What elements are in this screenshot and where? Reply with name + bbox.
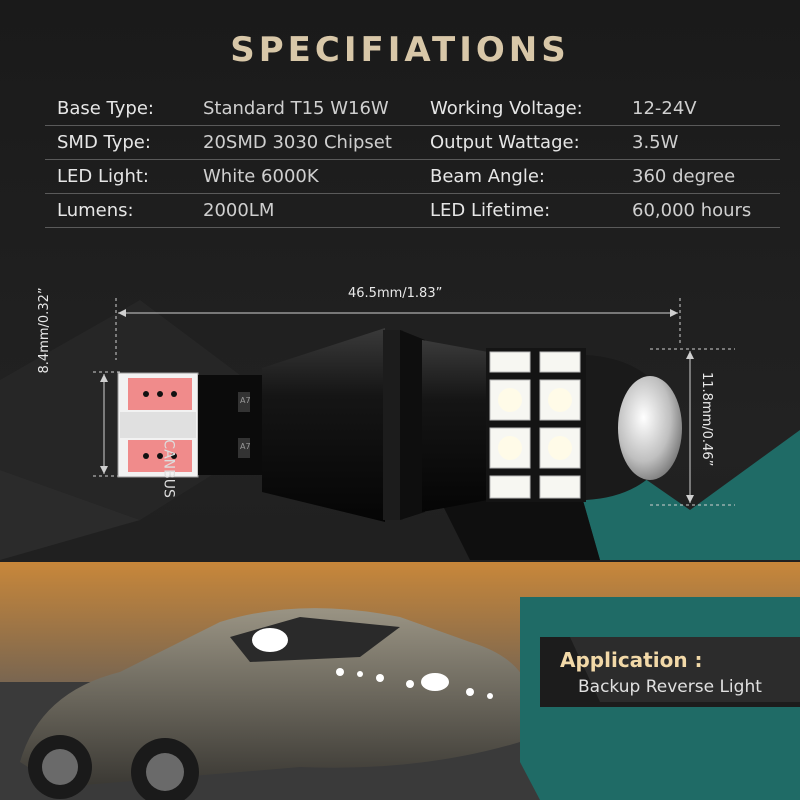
spec-label: Beam Angle: [430, 166, 545, 187]
spec-label: Lumens: [57, 200, 134, 221]
spec-value: Standard T15 W16W [203, 98, 389, 119]
spec-value: 360 degree [632, 166, 736, 187]
spec-label: LED Lifetime: [430, 200, 551, 221]
spec-value: 60,000 hours [632, 200, 752, 221]
spec-label: SMD Type: [57, 132, 151, 153]
spec-value: 2000LM [203, 200, 275, 221]
spec-value: 3.5W [632, 132, 679, 153]
page-title: SPECIFIATIONS [230, 30, 570, 70]
led-bulb-image [117, 328, 682, 522]
spec-label: Base Type: [57, 98, 154, 119]
canbus-label: CANBUS [160, 439, 177, 498]
length-dimension: 46.5mm/1.83” [348, 286, 443, 301]
chip-label: A7 [240, 442, 251, 451]
spec-value: 20SMD 3030 Chipset [203, 132, 392, 153]
spec-row: SMD Type: 20SMD 3030 Chipset Output Watt… [45, 126, 780, 160]
spec-value: 12-24V [632, 98, 697, 119]
spec-value: White 6000K [203, 166, 319, 187]
application-heading: Application : [560, 648, 703, 672]
spec-label: LED Light: [57, 166, 149, 187]
spec-table: Base Type: Standard T15 W16W Working Vol… [45, 92, 780, 228]
dimension-lines [93, 298, 735, 506]
car-photo [0, 562, 800, 800]
spec-label: Working Voltage: [430, 98, 583, 119]
spec-row: LED Light: White 6000K Beam Angle: 360 d… [45, 160, 780, 194]
spec-row: Lumens: 2000LM LED Lifetime: 60,000 hour… [45, 194, 780, 228]
application-text: Backup Reverse Light [578, 677, 762, 697]
spec-label: Output Wattage: [430, 132, 580, 153]
chip-label: A7 [240, 396, 251, 405]
spec-row: Base Type: Standard T15 W16W Working Vol… [45, 92, 780, 126]
